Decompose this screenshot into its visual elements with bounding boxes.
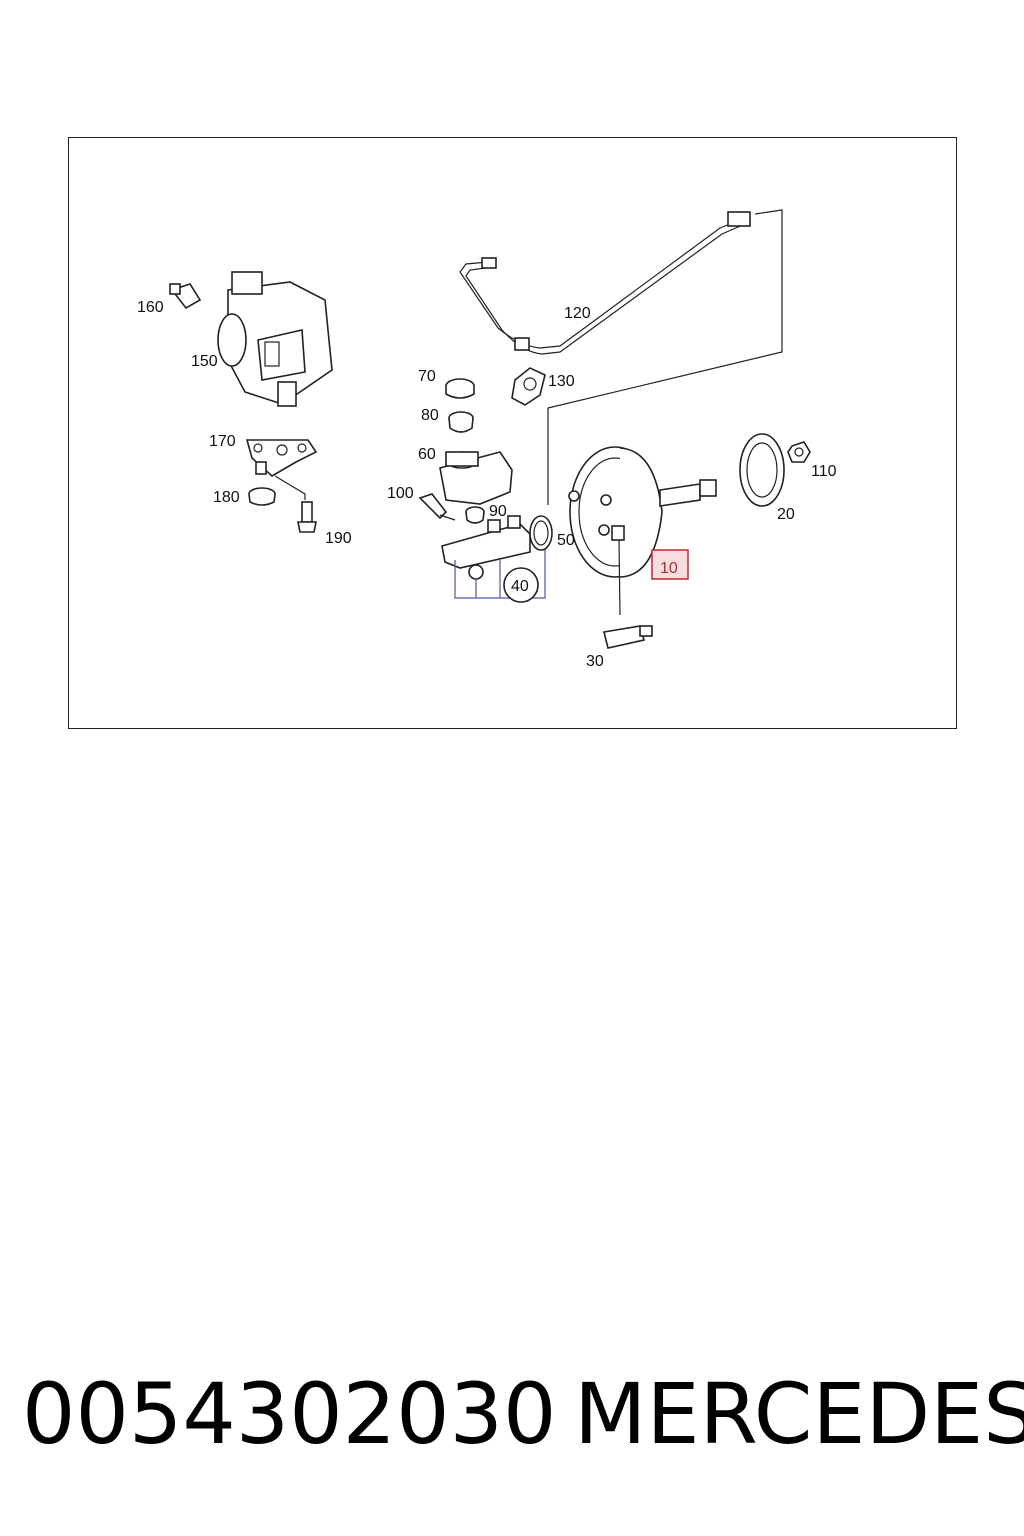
- callout-170: 170: [209, 433, 236, 450]
- callout-20: 20: [777, 506, 795, 523]
- reservoir-60: [439, 451, 513, 505]
- gasket-20: [739, 433, 785, 507]
- nut-110: [787, 441, 811, 463]
- callout-30: 30: [586, 653, 604, 670]
- clip-130: [511, 367, 546, 406]
- brake-line-120: [459, 209, 783, 505]
- diagram-frame: [68, 137, 957, 729]
- callout-190: 190: [325, 530, 352, 547]
- o-ring-50: [529, 515, 553, 551]
- callout-60: 60: [418, 446, 436, 463]
- callout-130: 130: [548, 373, 575, 390]
- bracket-170: [245, 439, 318, 500]
- callout-90: 90: [489, 503, 507, 520]
- brand-name: MERCEDES: [574, 1365, 1024, 1463]
- brake-booster-10: [568, 446, 717, 616]
- callout-50: 50: [557, 532, 575, 549]
- grommet-180: [248, 487, 276, 506]
- callout-150: 150: [191, 353, 218, 370]
- screw-100: [418, 493, 456, 521]
- callout-100: 100: [387, 485, 414, 502]
- vacuum-sensor-30: [603, 625, 653, 649]
- grommet-90: [465, 506, 485, 524]
- footer: 0054302030 MERCEDES: [0, 1368, 1024, 1478]
- callout-70: 70: [418, 368, 436, 385]
- sensor-160: [169, 283, 202, 310]
- callout-110: 110: [811, 463, 837, 480]
- hydraulic-unit-150: [217, 271, 333, 407]
- callout-10: 10: [660, 560, 678, 577]
- cap-70: [445, 378, 475, 399]
- callout-160: 160: [137, 299, 164, 316]
- callout-120: 120: [564, 305, 591, 322]
- callout-80: 80: [421, 407, 439, 424]
- master-cylinder-40: [441, 515, 546, 603]
- callout-40: 40: [511, 578, 529, 595]
- seal-80: [448, 411, 474, 433]
- bolt-190: [297, 501, 317, 533]
- part-number: 0054302030: [22, 1365, 557, 1463]
- callout-180: 180: [213, 489, 240, 506]
- callout-10-highlight: [651, 549, 689, 580]
